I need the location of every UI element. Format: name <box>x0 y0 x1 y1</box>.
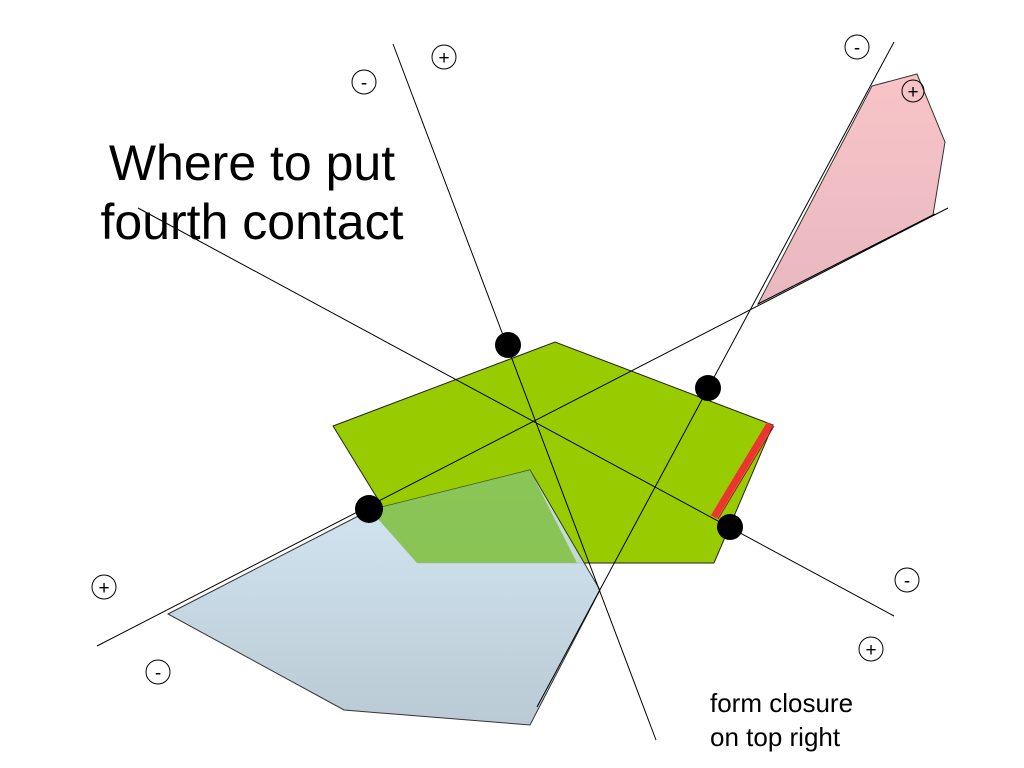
pink-region-edge <box>757 213 936 305</box>
sign-label: + <box>98 578 109 599</box>
slide-title: Where to put fourth contact <box>52 134 452 252</box>
sign-label: - <box>854 38 860 59</box>
sign-label: + <box>438 48 449 69</box>
highlight-edge <box>711 422 773 519</box>
contact-point-right <box>695 375 721 401</box>
sign-label: + <box>865 640 876 661</box>
plus-marker-top-right: + <box>901 79 925 103</box>
pink-region <box>756 73 946 306</box>
overlap-region <box>370 470 577 563</box>
sign-label: - <box>155 663 161 684</box>
highlight-edge-outline <box>717 425 775 520</box>
normal-lines <box>96 41 949 741</box>
normal-line-right-contact <box>536 41 895 708</box>
sign-label: - <box>904 571 910 592</box>
plus-marker-bottom-right: + <box>858 636 884 662</box>
minus-marker-left: - <box>145 659 171 685</box>
sign-markers: + - - + + - - + <box>91 34 925 685</box>
title-line-1: Where to put <box>108 135 396 191</box>
minus-marker-right: - <box>894 567 920 593</box>
normal-line-top-contact <box>392 43 657 741</box>
caption-line-2: on top right <box>710 722 841 752</box>
plus-marker-top: + <box>431 44 457 70</box>
contact-point-left <box>355 495 383 523</box>
contact-point-top <box>495 332 521 358</box>
minus-marker-top: - <box>351 69 377 95</box>
normal-line-left-contact <box>96 207 949 647</box>
title-line-2: fourth contact <box>100 194 404 250</box>
caption-line-1: form closure <box>710 688 854 718</box>
contact-point-bottom-right <box>717 514 743 540</box>
sign-label: + <box>907 82 918 103</box>
caption: form closure on top right <box>710 686 853 754</box>
normal-line-bottom-contact <box>137 207 895 617</box>
sign-label: - <box>361 73 367 94</box>
minus-marker-top-right: - <box>844 34 870 60</box>
plus-marker-left: + <box>91 574 117 600</box>
contact-points <box>355 332 743 540</box>
